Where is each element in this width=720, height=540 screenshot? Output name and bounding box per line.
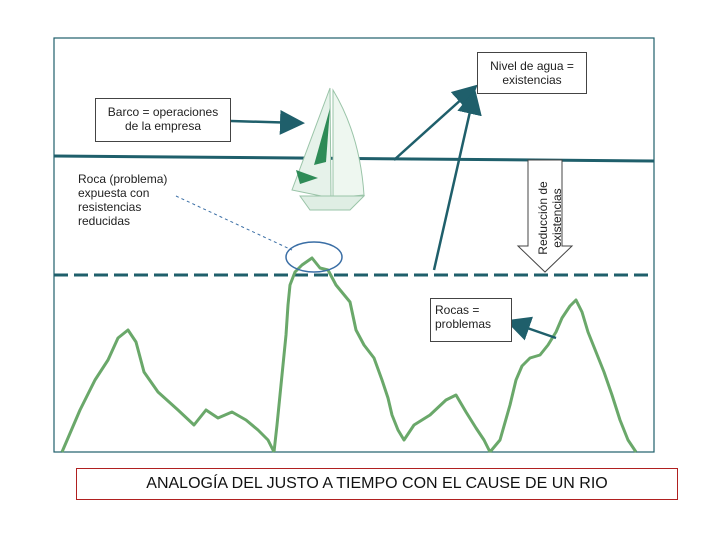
water-level-label: Nivel de agua = existencias	[477, 52, 587, 94]
diagram-title: ANALOGÍA DEL JUSTO A TIEMPO CON EL CAUSE…	[76, 468, 678, 500]
inventory-reduction-arrow	[516, 159, 574, 273]
sailboat-icon	[291, 87, 366, 211]
rocks-pointer-arrow	[505, 316, 557, 341]
diagram-frame	[53, 37, 655, 453]
exposed-rock-label: Roca (problema) expuesta con resistencia…	[78, 172, 168, 228]
water-level-pointer-arrow-2	[432, 89, 482, 271]
boat-pointer-arrow	[230, 109, 305, 135]
sailboat-sail-stripe	[314, 108, 330, 165]
sailboat-main-sail	[291, 87, 332, 199]
boat-label: Barco = operaciones de la empresa	[95, 98, 231, 142]
inventory-reduction-label: Reducción de existencias	[536, 181, 564, 255]
sailboat-hull	[299, 195, 366, 211]
exposed-rock-highlight	[285, 241, 343, 273]
sailboat-front-sail	[332, 88, 365, 199]
sailboat-flag	[296, 170, 318, 184]
rocks-outline	[60, 256, 638, 453]
rocks-label: Rocas = problemas	[430, 298, 512, 342]
